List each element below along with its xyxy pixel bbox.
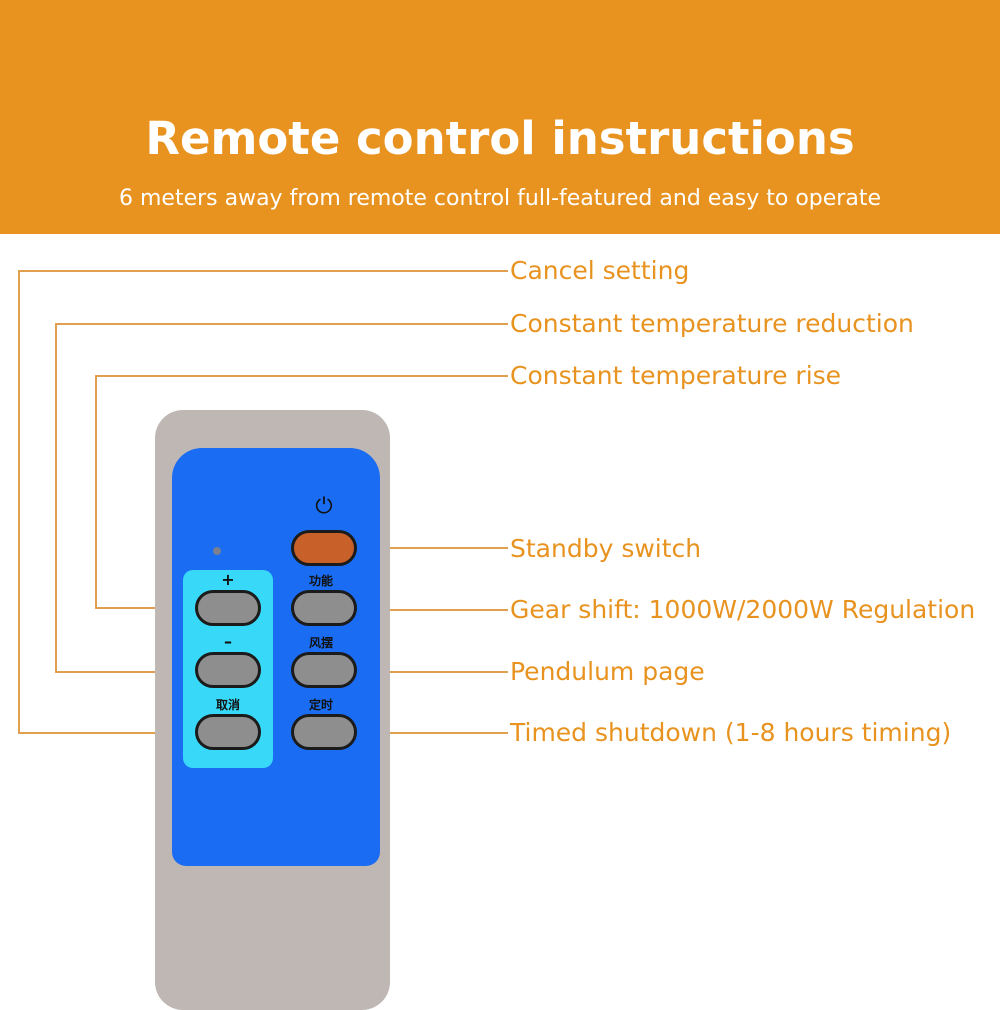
plus-label: + <box>221 570 235 589</box>
timer-label: 定时 <box>308 698 333 712</box>
standby-button[interactable] <box>291 530 357 566</box>
timer-button[interactable] <box>291 714 357 750</box>
header-banner: Remote control instructions 6 meters awa… <box>0 0 1000 234</box>
led-indicator <box>213 547 221 555</box>
swing-button[interactable] <box>291 652 357 688</box>
label-standby: Standby switch <box>510 534 702 563</box>
function-label: 功能 <box>308 574 333 588</box>
swing-label: 风摆 <box>308 636 333 650</box>
label-pendulum: Pendulum page <box>510 657 705 686</box>
label-cancel-setting: Cancel setting <box>510 256 690 285</box>
leader-line <box>95 375 97 609</box>
leader-line <box>55 323 508 325</box>
cancel-label: 取消 <box>215 698 240 712</box>
leader-line <box>365 671 508 673</box>
page-title: Remote control instructions <box>145 112 855 165</box>
leader-line <box>365 547 508 549</box>
cancel-button[interactable] <box>195 714 261 750</box>
label-temp-rise: Constant temperature rise <box>510 361 842 390</box>
gear-button[interactable] <box>291 590 357 626</box>
minus-label: – <box>224 632 232 651</box>
leader-line <box>18 270 20 734</box>
temp-up-button[interactable] <box>195 590 261 626</box>
label-timed-shutdown: Timed shutdown (1-8 hours timing) <box>510 718 952 747</box>
leader-line <box>55 671 185 673</box>
leader-line <box>18 270 508 272</box>
leader-line <box>95 607 185 609</box>
label-gear-shift: Gear shift: 1000W/2000W Regulation <box>510 595 976 624</box>
leader-line <box>365 732 508 734</box>
temp-down-button[interactable] <box>195 652 261 688</box>
leader-line <box>55 323 57 673</box>
label-temp-reduction: Constant temperature reduction <box>510 309 914 338</box>
page-subtitle: 6 meters away from remote control full-f… <box>118 186 881 211</box>
leader-line <box>95 375 508 377</box>
leader-line <box>365 609 508 611</box>
power-icon: ⏻ <box>315 494 333 519</box>
leader-line <box>18 732 185 734</box>
